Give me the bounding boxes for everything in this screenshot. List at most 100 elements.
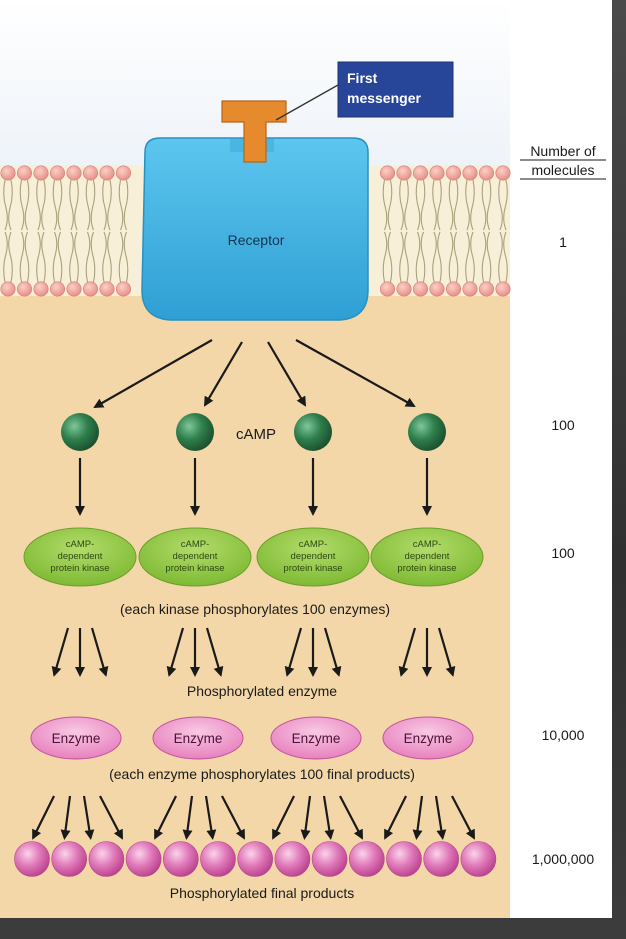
phosphorylated-final-product	[348, 841, 385, 877]
phospholipid-tail	[36, 231, 41, 283]
phospholipid-head	[0, 281, 16, 297]
enzyme-arrow	[204, 795, 217, 840]
enzyme: Enzyme	[382, 716, 474, 760]
phospholipid-head	[495, 165, 511, 181]
final-products-row	[14, 841, 497, 877]
phospholipid-tail	[470, 231, 475, 283]
phospholipid-tail	[107, 231, 112, 283]
phospholipid-head	[495, 281, 511, 297]
enzyme-arrow	[60, 795, 72, 840]
phospholipid-tail	[470, 179, 475, 231]
camp-molecule	[408, 413, 446, 451]
enzyme-arrow	[82, 795, 95, 840]
phospholipid-tail	[52, 179, 58, 231]
phospholipid-head	[83, 281, 99, 297]
phospholipid-tail	[453, 179, 459, 231]
phospholipid-head	[396, 165, 412, 181]
phosphorylated-final-product	[200, 841, 236, 877]
phospholipid-tail	[57, 231, 63, 283]
phospholipid-tail	[123, 179, 129, 231]
kinase-label: dependent	[291, 551, 336, 562]
phosphorylated-final-product	[14, 841, 50, 877]
phospholipid-head	[83, 165, 99, 181]
count-enzyme: 10,000	[542, 727, 585, 743]
first-messenger-label-line1: First	[347, 70, 378, 86]
phosphorylated-final-product	[51, 841, 87, 877]
phospholipid-tail	[74, 179, 79, 231]
phospholipid-tail	[448, 231, 454, 283]
phosphorylated-final-product	[163, 841, 199, 877]
phospholipid-head	[379, 165, 395, 181]
phospholipid-head	[16, 281, 32, 297]
count-camp: 100	[551, 417, 575, 433]
phosphorylated-final-product	[125, 841, 162, 877]
first-messenger-leader-line	[275, 84, 339, 121]
kinase-arrow	[398, 627, 417, 677]
phospholipid-tail	[481, 231, 487, 283]
phospholipid-tail	[503, 231, 508, 283]
phospholipid-tail	[36, 179, 41, 231]
enzyme-row: Enzyme Enzyme Enzyme Enzyme	[30, 716, 474, 760]
receptor-label: Receptor	[228, 232, 285, 248]
phospholipid-tail	[107, 179, 112, 231]
phospholipid-head	[33, 281, 49, 297]
enzyme: Enzyme	[270, 716, 362, 760]
phospholipid-tail	[90, 231, 96, 283]
enzyme-arrow	[434, 795, 447, 840]
phospholipid-head	[66, 281, 82, 297]
kinase-label: cAMP-	[413, 539, 442, 550]
count-kinase: 100	[551, 545, 575, 561]
kinase-label: protein kinase	[165, 563, 224, 574]
phospholipid-tail	[85, 231, 91, 283]
phospholipid-head	[429, 281, 445, 297]
kinase-label: dependent	[58, 551, 103, 562]
first-messenger-label-box	[337, 61, 454, 118]
phospholipid-tail	[382, 231, 388, 283]
phospholipid-head	[478, 281, 494, 297]
camp-molecule	[294, 413, 332, 451]
camp-label: cAMP	[236, 426, 276, 443]
phospholipid-tail	[420, 231, 426, 283]
phospholipid-head	[16, 165, 32, 181]
kinase-arrow	[437, 627, 456, 677]
enzyme-arrow	[322, 795, 335, 840]
enzyme-label: Enzyme	[292, 731, 341, 746]
phospholipid-tail	[41, 231, 46, 283]
enzyme-arrow	[339, 795, 363, 840]
phospholipid-tail	[404, 231, 409, 283]
kinase-label: cAMP-	[181, 539, 210, 550]
enzyme-arrow	[272, 795, 295, 840]
receptor-to-camp-arrows	[93, 339, 416, 408]
enzyme: Enzyme	[152, 716, 244, 760]
phosphorylated-final-product	[237, 841, 273, 877]
enzyme: Enzyme	[30, 716, 122, 760]
kinase-arrow	[166, 627, 185, 677]
phospholipid-tail	[41, 179, 46, 231]
kinase-to-enzyme-arrows	[51, 627, 456, 677]
kinase-arrow	[90, 627, 109, 677]
phospholipid-tail	[69, 231, 74, 283]
enzyme-arrow	[300, 795, 312, 840]
enzyme-arrow	[451, 795, 475, 840]
phospholipid-tail	[3, 231, 8, 283]
count-receptor: 1	[559, 234, 567, 250]
camp-molecule	[61, 413, 99, 451]
kinase-arrow	[284, 627, 303, 677]
phospholipid-tail	[498, 231, 503, 283]
phospholipid-tail	[503, 179, 508, 231]
phospholipid-tail	[85, 179, 91, 231]
enzyme-label: Enzyme	[52, 731, 101, 746]
phospholipid-tail	[404, 179, 409, 231]
kinase-label: dependent	[405, 551, 450, 562]
phospholipid-tail	[382, 179, 388, 231]
count-products: 1,000,000	[532, 851, 594, 867]
phospholipid-head	[412, 165, 428, 181]
phospholipid-head	[462, 165, 478, 181]
kinase-label: protein kinase	[283, 563, 342, 574]
phosphorylated-final-product	[88, 841, 125, 877]
phospholipid-tail	[420, 179, 426, 231]
phospholipid-tail	[448, 179, 454, 231]
phospholipid-tail	[486, 179, 492, 231]
molecules-header-line2: molecules	[531, 162, 594, 178]
